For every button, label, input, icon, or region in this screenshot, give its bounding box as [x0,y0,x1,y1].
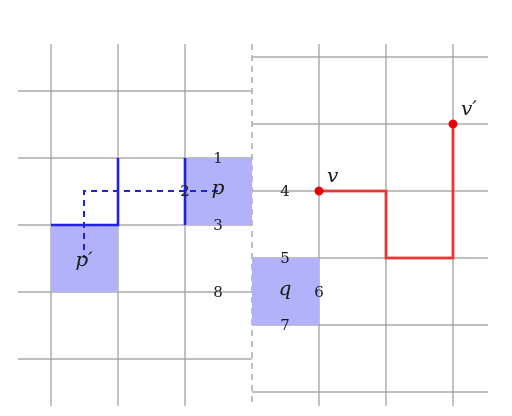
cell-q [252,258,319,325]
label-5: 5 [280,249,290,267]
label-1: 1 [213,149,223,167]
label-v: v [327,163,339,187]
blue-dashed-path [83,190,218,258]
label-8: 8 [213,283,223,301]
label-p-prime: p′ [75,247,93,271]
label-4: 4 [280,182,290,200]
blue-solid-path [51,158,120,227]
label-q: q [279,276,292,300]
label-v-prime: v′ [461,96,477,120]
label-7: 7 [280,316,290,334]
label-2: 2 [180,182,190,200]
label-3: 3 [213,216,223,234]
point-v [314,186,324,196]
red-path [319,124,455,260]
label-6: 6 [314,283,324,301]
label-p: p [212,175,225,199]
point-v-prime [448,119,458,129]
cell-p [185,158,252,225]
